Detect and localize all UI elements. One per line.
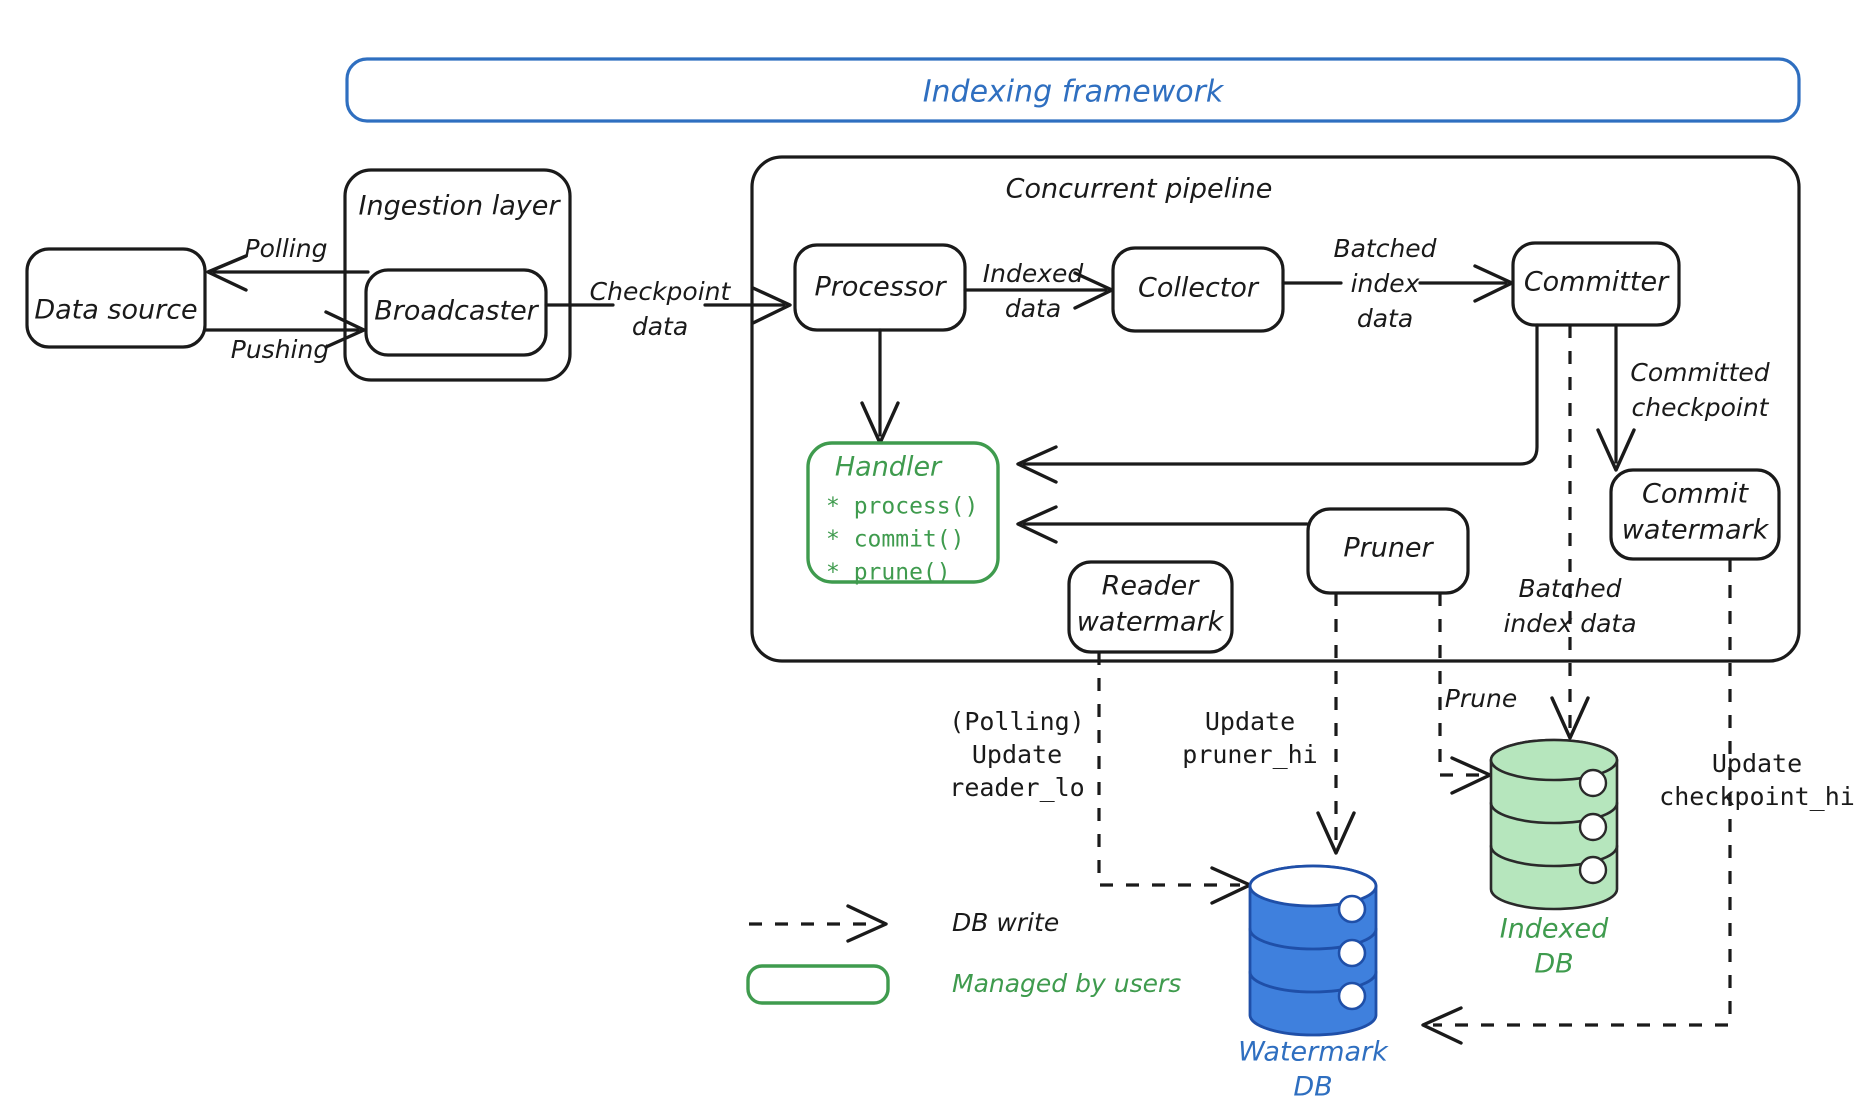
batched-index-data2-label-line1: Batched [1518, 574, 1621, 603]
commit-watermark-label-line1: Commit [1642, 479, 1749, 510]
ingestion-layer-title: Ingestion layer [359, 191, 562, 222]
handler-method-prune: * prune() [826, 560, 951, 586]
indexing-framework-container: Indexing framework [345, 57, 1801, 123]
batched-index-data-label-line1: Batched [1333, 234, 1436, 263]
edge-committer-to-handler [1016, 323, 1539, 484]
polling-update-label-line1: (Polling) [949, 707, 1084, 736]
polling-label: Polling [245, 234, 328, 263]
commit-watermark-label-line2: watermark [1622, 515, 1770, 546]
data-source-label: Data source [34, 295, 197, 326]
broadcaster-label: Broadcaster [374, 296, 539, 327]
handler-method-commit: * commit() [826, 527, 964, 553]
edge-polling: Polling [206, 234, 370, 292]
polling-update-label-line3: reader_lo [949, 773, 1084, 802]
update-pruner-label-line2: pruner_hi [1182, 740, 1317, 769]
edge-pushing: Pushing [203, 310, 366, 364]
committed-checkpoint-label-line1: Committed [1630, 358, 1769, 387]
reader-watermark-label-line2: watermark [1077, 607, 1225, 638]
indexed-data-label-line2: data [1005, 294, 1061, 323]
committer-label: Committer [1524, 267, 1670, 298]
node-collector[interactable]: Collector [1111, 246, 1285, 333]
handler-title: Handler [835, 452, 943, 483]
update-checkpoint-label-line2: checkpoint_hi [1659, 782, 1855, 811]
edge-reader-watermark-to-watermark-db: (Polling) Update reader_lo [949, 652, 1252, 905]
edge-batched-index-data: Batched index data [1281, 234, 1514, 333]
node-broadcaster[interactable]: Broadcaster [364, 268, 548, 357]
edge-pruner-prune-to-indexed-db: Prune [1438, 593, 1517, 795]
prune-label: Prune [1445, 684, 1517, 713]
db-indexed[interactable]: Indexed DB [1489, 738, 1619, 980]
indexed-data-label-line1: Indexed [983, 259, 1084, 288]
node-commit-watermark[interactable]: Commit watermark [1609, 468, 1781, 561]
node-handler[interactable]: Handler * process() * commit() * prune() [806, 441, 1000, 586]
batched-index-data2-label-line2: index data [1503, 609, 1636, 638]
watermark-db-label-line1: Watermark [1238, 1037, 1389, 1068]
node-pruner[interactable]: Pruner [1306, 507, 1470, 595]
edge-checkpoint-data: Checkpoint data [544, 277, 792, 341]
legend-managed-by-users: Managed by users [746, 964, 1181, 1005]
batched-index-data-label-line3: data [1357, 304, 1413, 333]
indexed-db-label-line1: Indexed [1500, 914, 1609, 945]
node-committer[interactable]: Committer [1511, 241, 1681, 327]
pruner-label: Pruner [1343, 533, 1434, 564]
node-data-source[interactable]: Data source [25, 247, 207, 349]
node-processor[interactable]: Processor [793, 243, 967, 332]
db-watermark[interactable]: Watermark DB [1238, 864, 1389, 1102]
legend-db-write: DB write [749, 904, 1059, 943]
indexed-db-label-line2: DB [1534, 949, 1573, 980]
legend-managed-label: Managed by users [952, 969, 1181, 998]
edge-pruner-to-watermark-db: Update pruner_hi [1182, 593, 1356, 855]
edge-pruner-to-handler [1016, 505, 1309, 544]
edge-committed-checkpoint: Committed checkpoint [1596, 323, 1770, 472]
framework-title: Indexing framework [923, 75, 1225, 110]
batched-index-data-label-line2: index [1351, 269, 1420, 298]
checkpoint-data-label-line1: Checkpoint [590, 277, 732, 306]
polling-update-label-line2: Update [972, 740, 1062, 769]
edge-committer-to-indexed-db: Batched index data [1503, 325, 1637, 740]
pipeline-title: Concurrent pipeline [1006, 174, 1273, 205]
pushing-label: Pushing [231, 335, 329, 364]
handler-method-process: * process() [826, 494, 978, 520]
checkpoint-data-label-line2: data [632, 312, 688, 341]
update-pruner-label-line1: Update [1205, 707, 1295, 736]
committed-checkpoint-label-line2: checkpoint [1632, 393, 1770, 422]
legend: DB write Managed by users [746, 904, 1181, 1005]
legend-db-write-label: DB write [952, 908, 1059, 937]
reader-watermark-label-line1: Reader [1102, 571, 1201, 602]
processor-label: Processor [814, 272, 947, 303]
update-checkpoint-label-line1: Update [1712, 749, 1802, 778]
node-reader-watermark[interactable]: Reader watermark [1067, 560, 1234, 654]
collector-label: Collector [1138, 273, 1260, 304]
edge-commit-watermark-to-watermark-db: Update checkpoint_hi [1421, 559, 1855, 1045]
watermark-db-label-line2: DB [1293, 1072, 1332, 1102]
